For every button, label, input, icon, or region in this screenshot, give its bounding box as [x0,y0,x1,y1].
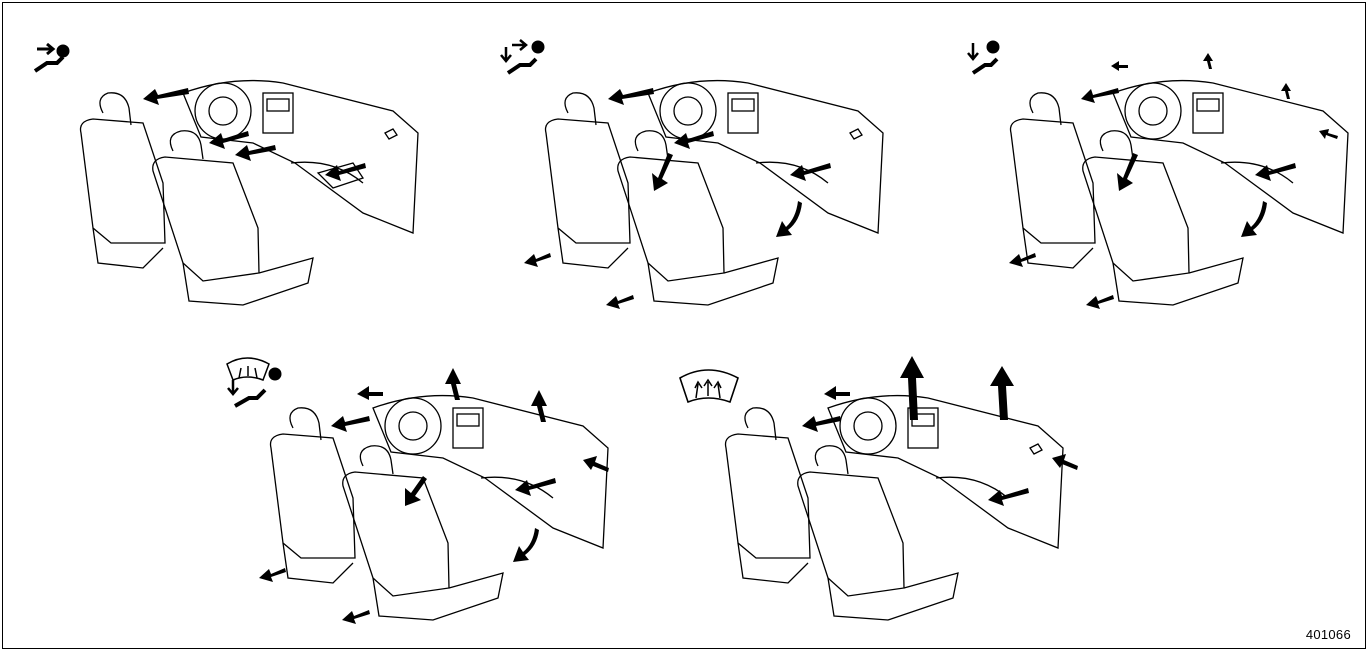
foot-defrost-icon [226,357,282,408]
car-interior-diagram [33,42,419,306]
airflow-arrows [802,356,1078,506]
airflow-arrows [1009,53,1338,309]
foot-icon [967,40,1000,75]
car-interior-diagram [500,39,884,309]
bi-level-icon [500,39,545,75]
car-interior-diagram [226,357,609,624]
defrost-icon [679,369,739,404]
panel-foot-defrost [223,348,623,638]
panel-bi-level [498,33,898,323]
airflow-arrows [259,368,609,624]
panel-foot [963,33,1363,323]
airflow-arrows [143,88,366,181]
car-interior-diagram [967,40,1349,309]
face-vent-icon [33,42,70,73]
figure-reference-number: 401066 [1305,627,1351,642]
car-interior-diagram [679,356,1078,621]
airflow-arrows [524,88,831,309]
panel-defrost [678,348,1078,638]
panel-face-vent [33,33,433,323]
